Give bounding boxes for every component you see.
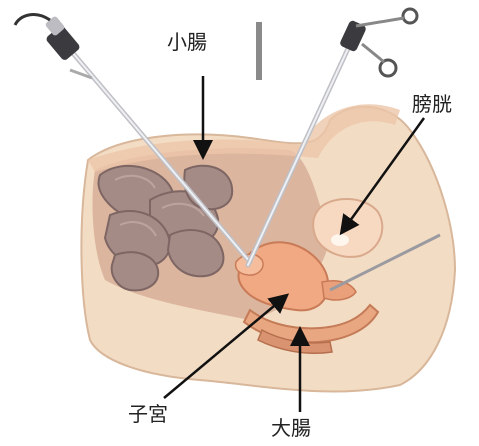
bladder-highlight <box>331 234 349 246</box>
bladder <box>313 199 382 257</box>
label-large-intestine: 大腸 <box>271 418 311 438</box>
light-cable <box>15 15 50 25</box>
label-bladder: 膀胱 <box>412 94 452 114</box>
label-uterus: 子宮 <box>128 404 168 424</box>
label-small-intestine: 小腸 <box>167 32 207 52</box>
scale-marker <box>256 22 262 80</box>
